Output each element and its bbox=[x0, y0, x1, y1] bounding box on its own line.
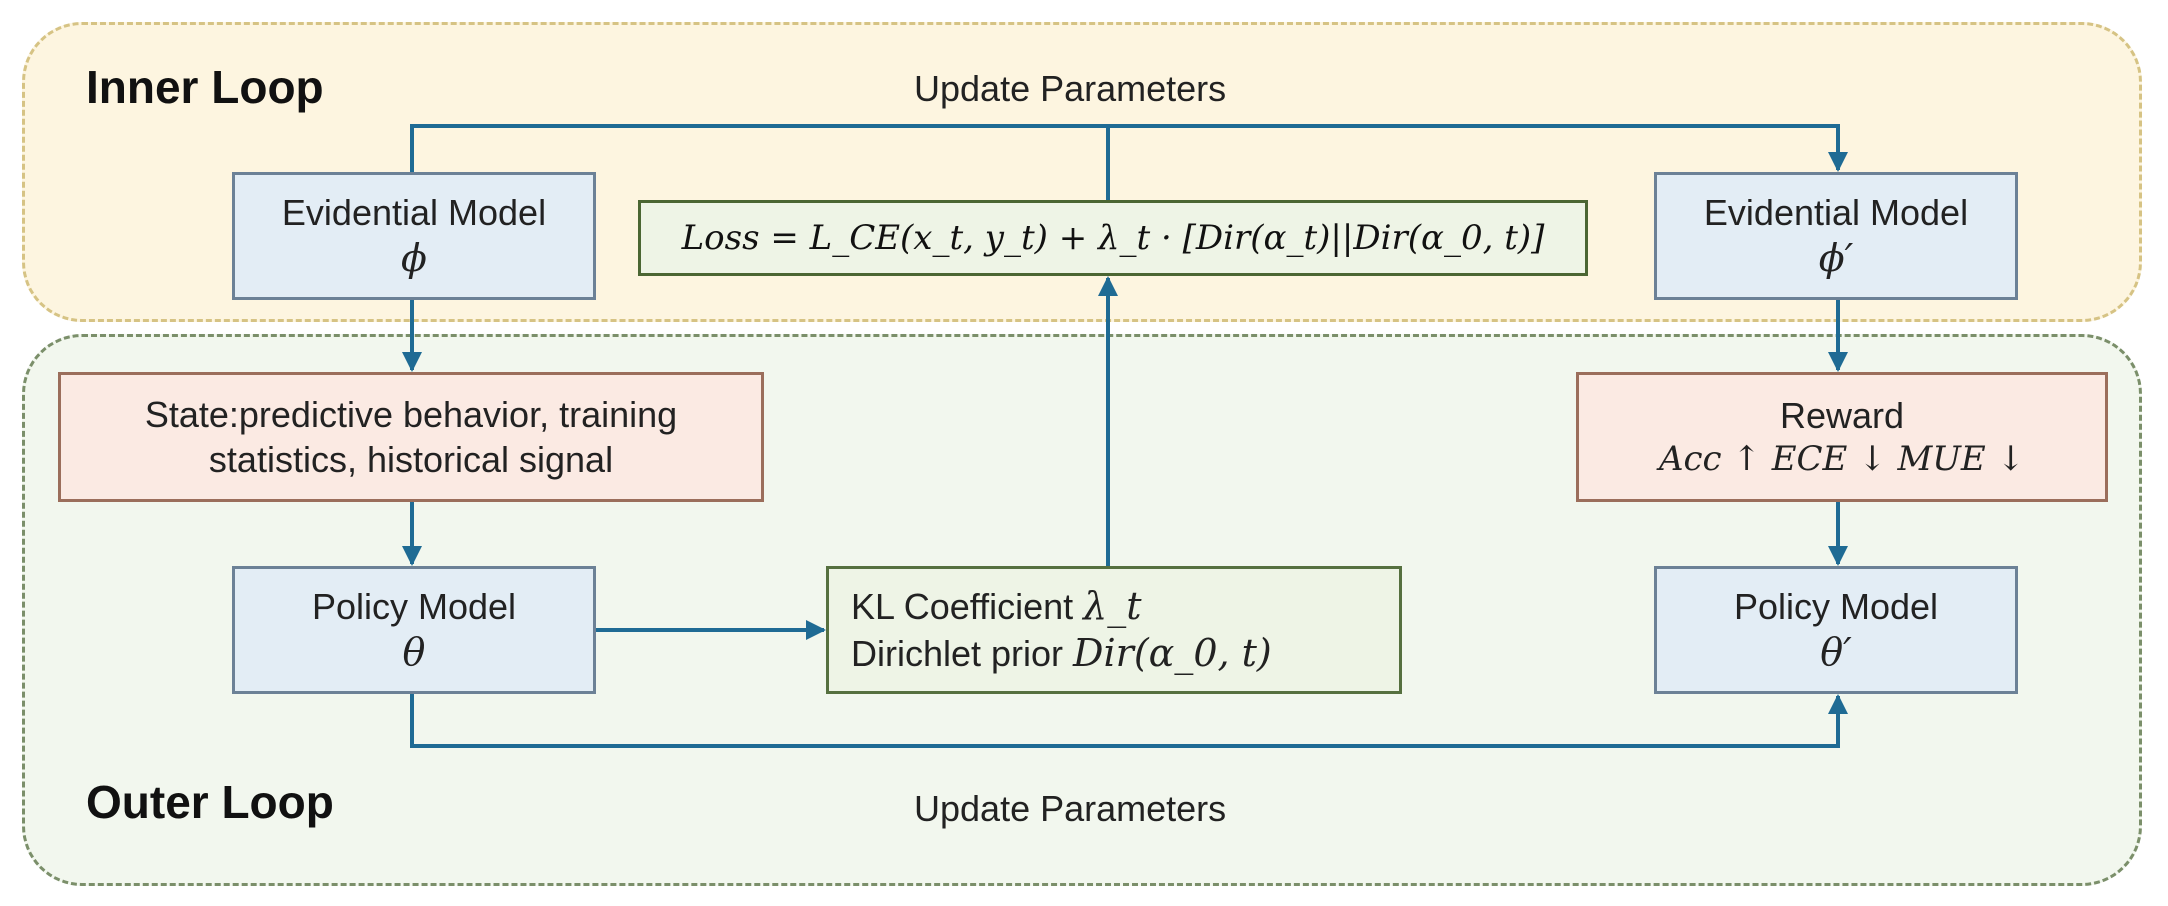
reward-box: Reward Acc ↑ ECE ↓ MUE ↓ bbox=[1576, 372, 2108, 502]
evidential-model-right-symbol: ϕ′ bbox=[1818, 235, 1854, 280]
policy-model-left-box: Policy Model θ bbox=[232, 566, 596, 694]
policy-model-right-box: Policy Model θ′ bbox=[1654, 566, 2018, 694]
policy-model-right-label: Policy Model bbox=[1733, 585, 1939, 627]
state-line-1: State:predictive behavior, training bbox=[144, 394, 678, 435]
kl-coefficient-label: KL Coefficient bbox=[851, 585, 1084, 627]
inner-update-arrow bbox=[410, 124, 1848, 172]
outer-update-label: Update Parameters bbox=[914, 788, 1227, 829]
dirichlet-prior-label: Dirichlet prior bbox=[851, 633, 1074, 674]
loss-formula: Loss = L_CE(x_t, y_t) + λ_t · [Dir(α_t)|… bbox=[681, 217, 1545, 258]
inner-update-label: Update Parameters bbox=[914, 68, 1227, 109]
state-box: State:predictive behavior, training stat… bbox=[58, 372, 764, 502]
inner-loop-title: Inner Loop bbox=[86, 61, 324, 113]
loss-formula-box: Loss = L_CE(x_t, y_t) + λ_t · [Dir(α_t)|… bbox=[638, 200, 1588, 276]
policy-model-right-symbol: θ′ bbox=[1820, 629, 1852, 674]
evidential-model-right-label: Evidential Model bbox=[1703, 191, 1969, 233]
reward-label: Reward bbox=[1779, 395, 1905, 437]
policy-model-left-label: Policy Model bbox=[311, 585, 517, 627]
state-line-2: statistics, historical signal bbox=[208, 439, 614, 480]
policy-model-left-symbol: θ bbox=[402, 629, 426, 674]
evidential-model-left-label: Evidential Model bbox=[281, 191, 547, 233]
dirichlet-prior-symbol: Dir(α_0, t) bbox=[1073, 631, 1272, 675]
outer-update-arrow bbox=[410, 694, 1848, 748]
evidential-model-left-symbol: ϕ bbox=[401, 235, 427, 280]
reward-metrics: Acc ↑ ECE ↓ MUE ↓ bbox=[1658, 439, 2026, 480]
evidential-model-left-box: Evidential Model ϕ bbox=[232, 172, 596, 300]
evidential-model-right-box: Evidential Model ϕ′ bbox=[1654, 172, 2018, 300]
kl-coefficient-symbol: λ_t bbox=[1083, 583, 1142, 628]
outer-loop-title: Outer Loop bbox=[86, 776, 334, 828]
kl-coefficient-box: KL Coefficient λ_t Dirichlet prior Dir(α… bbox=[826, 566, 1402, 694]
